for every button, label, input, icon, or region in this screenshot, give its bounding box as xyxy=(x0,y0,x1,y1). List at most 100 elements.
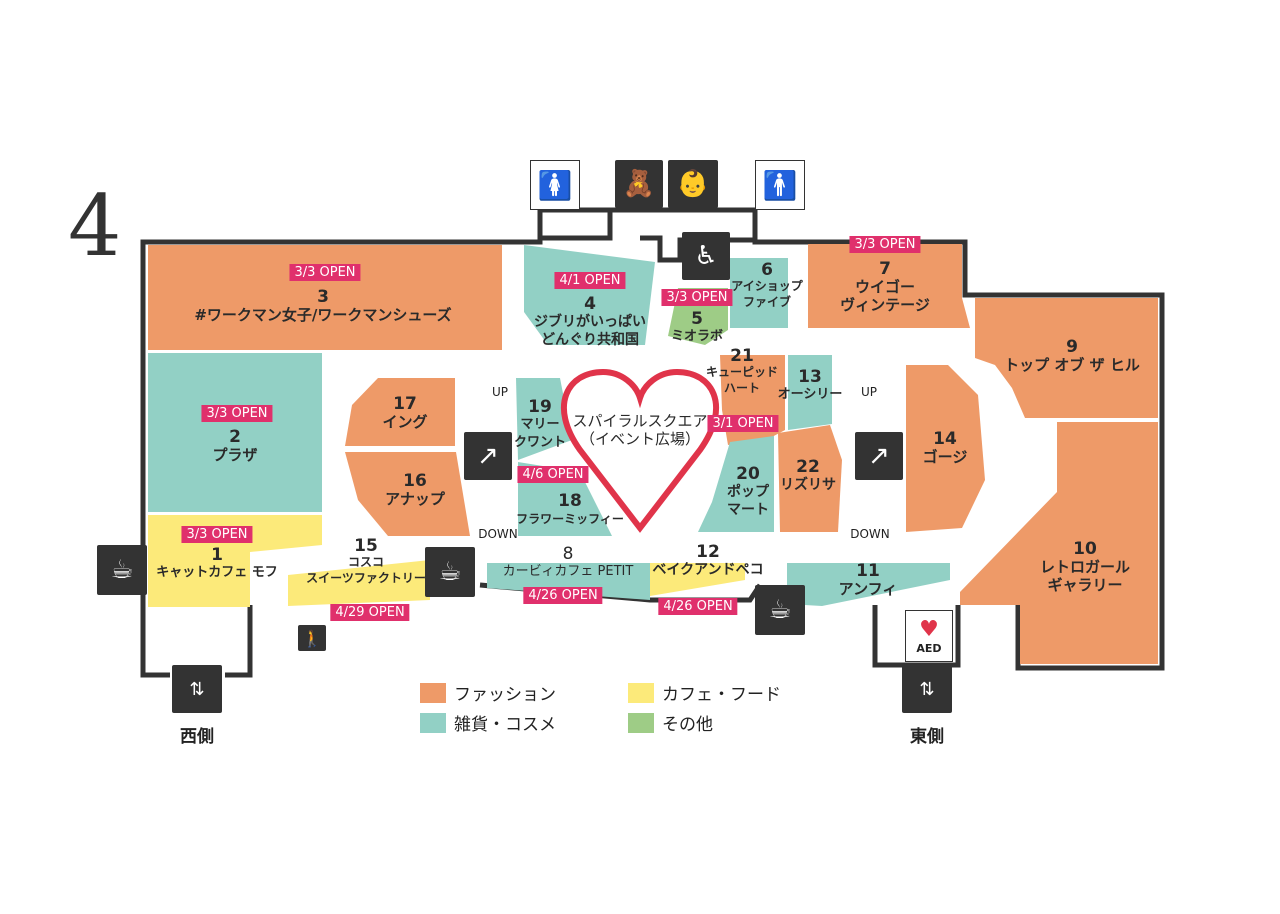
shop-2-badge: 3/3 OPEN xyxy=(201,405,273,422)
event-square-sub: （イベント広場） xyxy=(579,430,701,448)
legend-swatch xyxy=(628,712,654,733)
cafe-icon: ☕ xyxy=(755,585,805,635)
shop-name-2: ファイブ xyxy=(742,295,791,309)
shop-number: 6 xyxy=(761,260,773,280)
shop-number: 4 xyxy=(584,294,596,314)
event-square-name: スパイラルスクエア xyxy=(572,412,708,430)
escalator-east-icon: ↗ xyxy=(855,432,903,480)
shop-name: カービィカフェ PETIT xyxy=(502,564,634,579)
shop-7-badge: 3/3 OPEN xyxy=(849,236,921,253)
shop-4[interactable] xyxy=(524,245,655,345)
cafe-icon: ☕ xyxy=(97,545,147,595)
shop-name: マリー xyxy=(520,417,560,432)
shop-number: 18 xyxy=(558,491,582,511)
west-side-label: 西側 xyxy=(180,727,214,747)
shop-number: 7 xyxy=(879,259,891,279)
shop-name: アンフィ xyxy=(838,580,898,598)
shop-name: ポップ xyxy=(727,484,769,500)
shop-number: 12 xyxy=(696,542,720,562)
legend-label: ファッション xyxy=(454,685,556,705)
shop-2[interactable] xyxy=(148,353,322,512)
shop-6[interactable] xyxy=(730,258,788,328)
shop-19-badge: 4/6 OPEN xyxy=(517,466,589,483)
escalator-up-label: UP xyxy=(860,385,878,399)
shop-number: 17 xyxy=(393,394,417,414)
shop-number: 14 xyxy=(933,429,957,449)
shop-12[interactable] xyxy=(650,563,745,596)
legend-goods: 雑貨・コスメ xyxy=(420,710,556,735)
shop-number: 10 xyxy=(1073,539,1097,559)
shop-number: 16 xyxy=(403,471,427,491)
shop-number: 2 xyxy=(229,427,241,447)
shop-15-badge: 4/29 OPEN xyxy=(330,604,410,621)
shop-name: イング xyxy=(382,413,428,431)
shop-name: ウイゴー xyxy=(854,278,916,296)
shop-name: #ワークマン女子/ワークマンシューズ xyxy=(194,306,452,324)
shop-number: 9 xyxy=(1066,337,1078,357)
aed-label: AED xyxy=(916,642,942,655)
shop-19[interactable] xyxy=(516,378,572,460)
mens-restroom-icon: 🚹 xyxy=(755,160,805,210)
legend-swatch xyxy=(628,682,654,703)
shop-20[interactable] xyxy=(698,436,774,532)
shop-name: ジブリがいっぱい xyxy=(534,314,646,330)
shop-3[interactable] xyxy=(148,245,502,350)
shop-15[interactable] xyxy=(288,560,430,606)
shop-10[interactable] xyxy=(960,422,1158,664)
shop-13[interactable] xyxy=(788,355,832,430)
elevator-west-icon[interactable]: ⇅ xyxy=(172,665,222,713)
shop-7[interactable] xyxy=(808,244,970,328)
legend-swatch xyxy=(420,682,446,703)
cafe-icon: ☕ xyxy=(425,547,475,597)
shop-number: 19 xyxy=(528,397,552,417)
shop-3-label[interactable]: 3#ワークマン女子/ワークマンシューズ xyxy=(194,288,451,324)
shop-4-badge: 4/1 OPEN xyxy=(554,272,626,289)
shop-name-2: ヴィンテージ xyxy=(840,296,930,314)
shop-name: ゴージ xyxy=(922,448,968,466)
shop-16[interactable] xyxy=(345,452,470,536)
shop-9[interactable] xyxy=(975,298,1158,418)
heart-event-square[interactable] xyxy=(560,368,720,533)
shop-1-badge: 3/3 OPEN xyxy=(181,526,253,543)
shop-17[interactable] xyxy=(345,378,455,446)
shop-12-badge: 4/26 OPEN xyxy=(658,598,738,615)
shop-11[interactable] xyxy=(787,563,950,606)
shop-number: 1 xyxy=(211,545,223,565)
accessible-restroom-icon: ♿ xyxy=(682,232,730,280)
shop-name-2: ギャラリー xyxy=(1047,576,1123,594)
legend-cafe: カフェ・フード xyxy=(628,680,781,705)
shop-number: 21 xyxy=(730,346,754,366)
legend-label: カフェ・フード xyxy=(662,685,781,705)
shop-name: コスコ xyxy=(347,555,385,569)
shop-14[interactable] xyxy=(906,365,985,532)
elevator-east-icon[interactable]: ⇅ xyxy=(902,665,952,713)
shop-name: プラザ xyxy=(212,446,258,464)
womens-restroom-icon: 🚺 xyxy=(530,160,580,210)
legend-swatch xyxy=(420,712,446,733)
shop-22[interactable] xyxy=(778,425,842,532)
floor-number: 4 xyxy=(68,177,121,275)
shop-name: キャットカフェ モフ xyxy=(156,565,278,580)
